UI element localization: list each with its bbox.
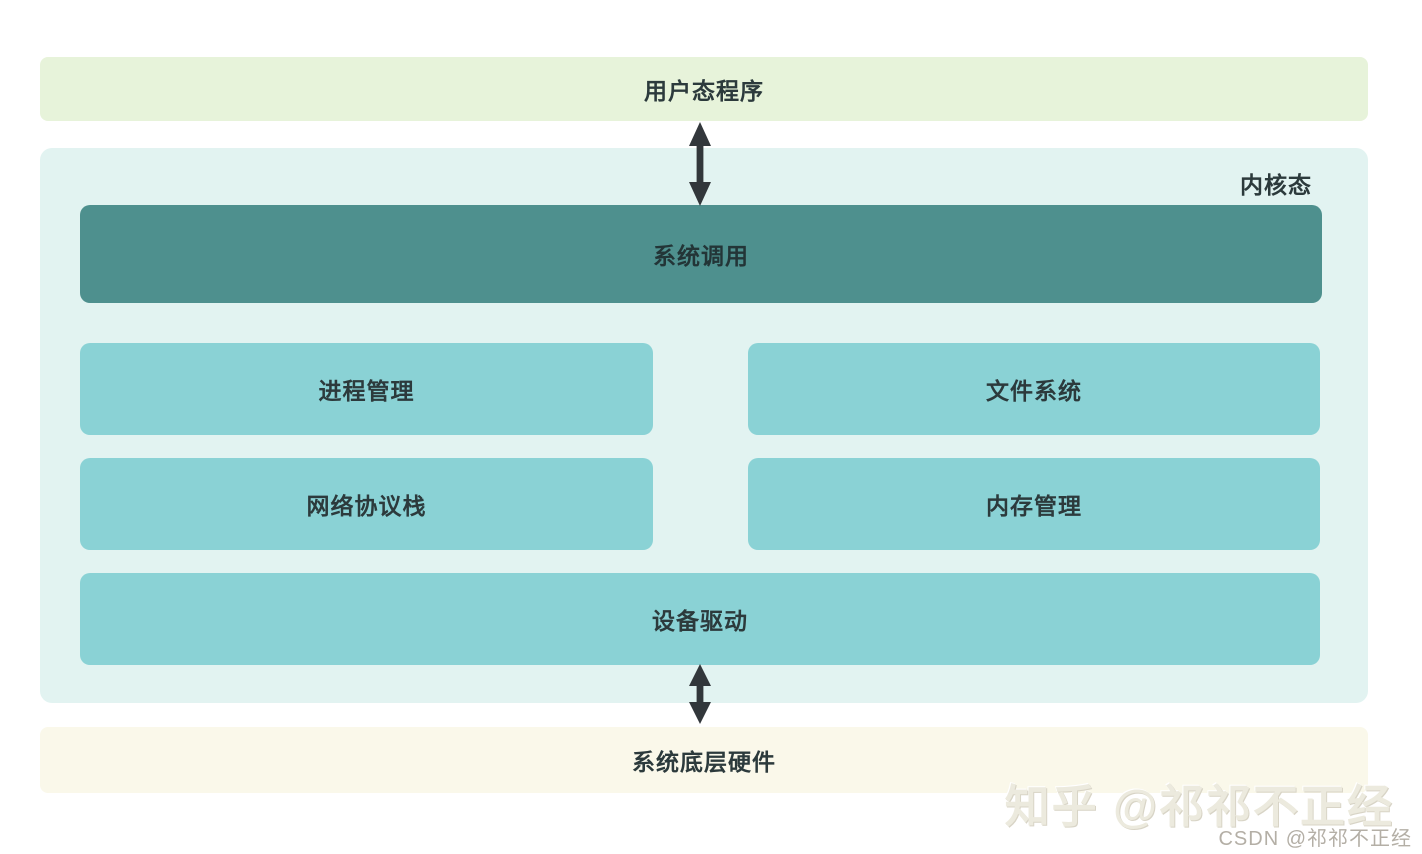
zhihu-watermark: 知乎 @祁祁不正经: [1004, 781, 1394, 832]
file-system-box: 文件系统: [748, 343, 1320, 435]
bidirectional-arrow-icon: [689, 122, 711, 206]
file-system-label: 文件系统: [986, 378, 1082, 404]
bidirectional-arrow-icon: [689, 664, 711, 724]
syscall-box: 系统调用: [80, 205, 1322, 303]
network-stack-label: 网络协议栈: [306, 493, 427, 519]
user-space-label: 用户态程序: [644, 78, 764, 104]
network-stack-box: 网络协议栈: [80, 458, 653, 550]
process-management-label: 进程管理: [318, 378, 415, 404]
process-management-box: 进程管理: [80, 343, 653, 435]
hardware-band: 系统底层硬件: [40, 727, 1368, 793]
kernel-space-container: 内核态 系统调用 进程管理 文件系统 网络协议栈 内存管理 设备驱动: [40, 148, 1368, 703]
csdn-watermark: CSDN @祁祁不正经: [1218, 828, 1412, 850]
device-driver-label: 设备驱动: [652, 608, 748, 634]
hardware-label: 系统底层硬件: [632, 749, 776, 775]
syscall-label: 系统调用: [653, 243, 749, 269]
memory-management-label: 内存管理: [986, 493, 1082, 519]
device-driver-box: 设备驱动: [80, 573, 1320, 665]
kernel-space-label: 内核态: [1240, 172, 1312, 198]
user-space-band: 用户态程序: [40, 57, 1368, 121]
memory-management-box: 内存管理: [748, 458, 1320, 550]
